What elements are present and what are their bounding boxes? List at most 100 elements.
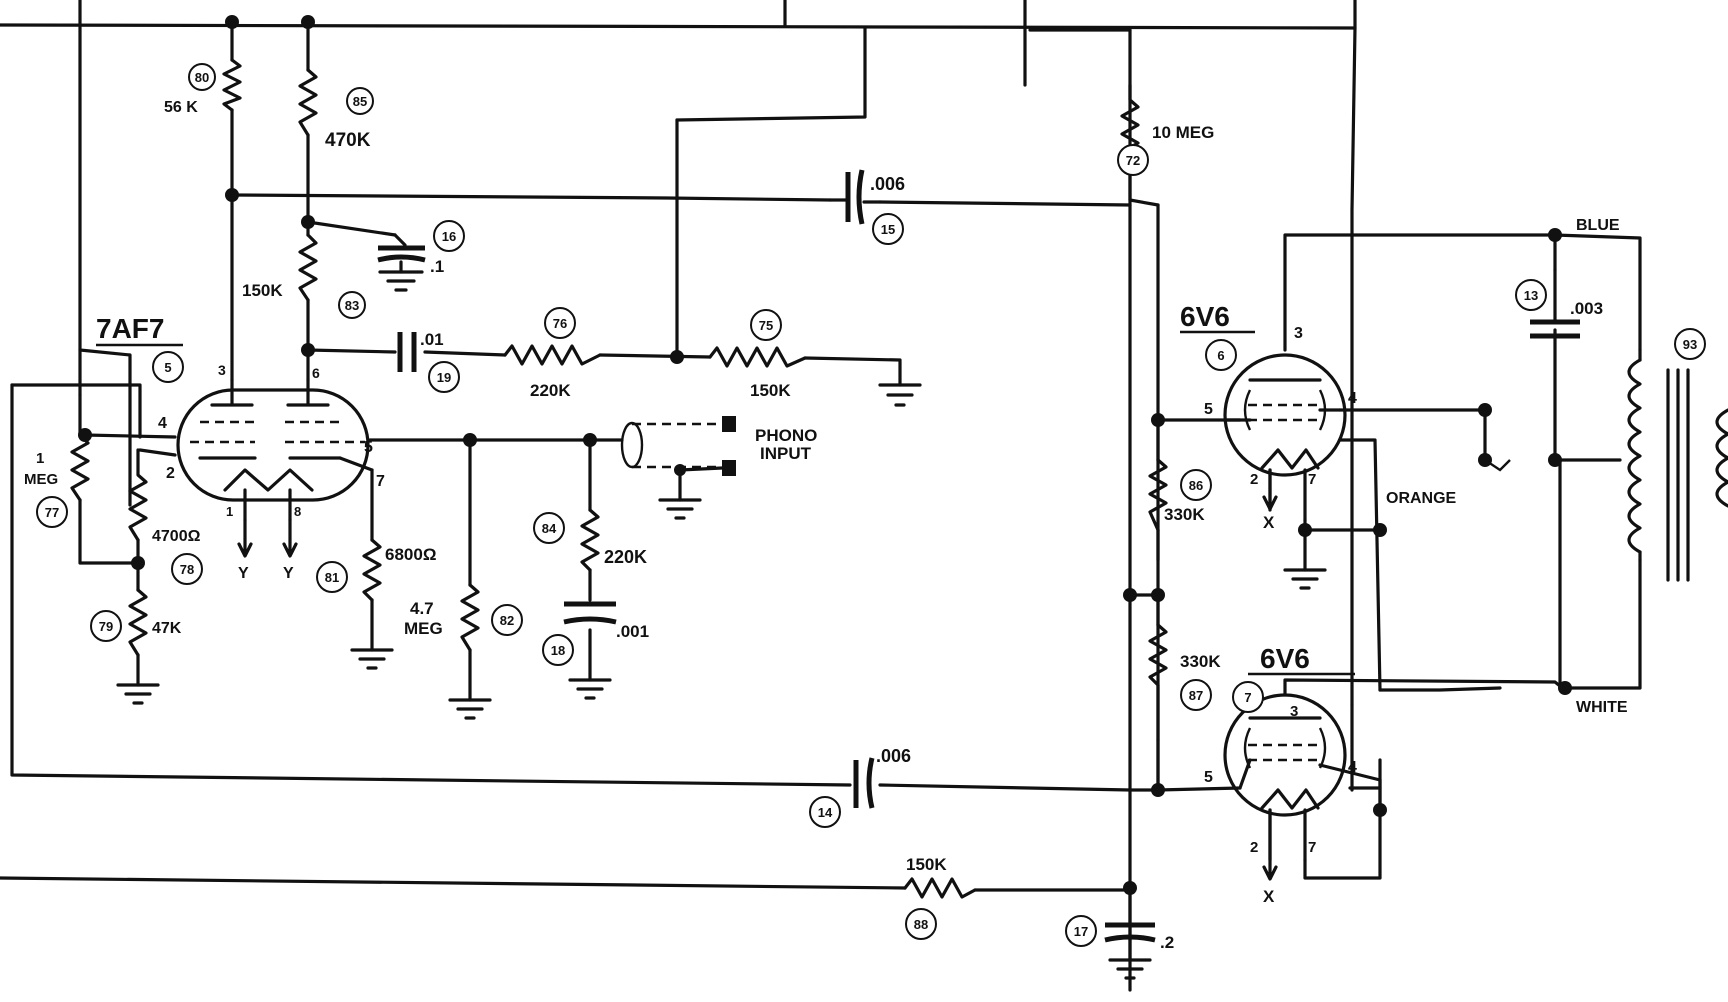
- pin-6v6b-2: 2: [1250, 839, 1258, 856]
- resistor-r78: [128, 448, 148, 542]
- resistor-r83: [298, 233, 318, 302]
- pin-6v6t-5: 5: [1204, 401, 1213, 418]
- phono-label-line1: PHONO: [755, 426, 817, 445]
- pin-6v6t-7: 7: [1308, 471, 1316, 488]
- ref-r86: 86: [1189, 478, 1203, 493]
- ref-v7: 7: [1244, 690, 1251, 705]
- ref-r85: 85: [353, 94, 367, 109]
- ref-c17: 17: [1074, 924, 1088, 939]
- pin-7af7-2: 2: [166, 465, 175, 482]
- value-r81: 6800Ω: [385, 545, 436, 564]
- heater-7af7-a: Y: [238, 565, 249, 582]
- pin-6v6b-5: 5: [1204, 769, 1213, 786]
- resistor-r82: [460, 583, 480, 652]
- resistor-r80: [222, 58, 242, 112]
- value-r76: 220K: [530, 381, 571, 400]
- value-r75: 150K: [750, 381, 791, 400]
- value-r82-a: 4.7: [410, 599, 434, 618]
- resistor-r86: [1148, 458, 1168, 532]
- pin-7af7-7: 7: [376, 473, 385, 490]
- value-r77-b: MEG: [24, 471, 58, 488]
- tube-type-6v6-bottom: 6V6: [1260, 643, 1310, 674]
- ref-r80: 80: [195, 70, 209, 85]
- ref-v6: 6: [1217, 348, 1224, 363]
- value-c18: .001: [616, 622, 649, 641]
- value-c15: .006: [870, 174, 905, 194]
- resistor-r79: [128, 588, 148, 657]
- pin-6v6t-4: 4: [1348, 390, 1357, 407]
- tube-6v6-top: [1223, 353, 1347, 522]
- capacitor-c18: [563, 601, 617, 625]
- value-r84: 220K: [604, 547, 647, 567]
- resistor-r81: [362, 538, 382, 602]
- resistor-r77: [70, 433, 90, 502]
- value-r85: 470K: [325, 130, 371, 151]
- ref-r87: 87: [1189, 688, 1203, 703]
- junction-dots: [78, 15, 1572, 895]
- value-r79: 47K: [152, 620, 182, 637]
- ref-c14: 14: [818, 805, 833, 820]
- pin-6v6b-4: 4: [1348, 759, 1357, 776]
- resistor-r85: [298, 68, 318, 137]
- ref-r76: 76: [553, 316, 567, 331]
- ref-r72: 72: [1126, 153, 1140, 168]
- value-r77-a: 1: [36, 450, 44, 467]
- value-c17: .2: [1160, 933, 1174, 952]
- value-r80: 56 K: [164, 99, 198, 116]
- value-c16: .1: [430, 257, 444, 276]
- ref-r81: 81: [325, 570, 339, 585]
- lead-blue: BLUE: [1576, 217, 1620, 234]
- tube-6v6-bottom: [1223, 693, 1382, 862]
- heater-6v6t: X: [1263, 513, 1275, 532]
- pin-6v6t-3: 3: [1294, 325, 1303, 342]
- value-r82-b: MEG: [404, 619, 443, 638]
- ref-c18: 18: [551, 643, 565, 658]
- tube-type-7af7: 7AF7: [96, 313, 164, 344]
- capacitor-c19: [397, 332, 417, 372]
- pin-6v6t-2: 2: [1250, 471, 1258, 488]
- value-r78: 4700Ω: [152, 528, 201, 545]
- value-c13: .003: [1570, 299, 1603, 318]
- ref-r84: 84: [542, 521, 557, 536]
- pin-7af7-8: 8: [294, 504, 301, 519]
- value-c14: .006: [876, 746, 911, 766]
- pin-7af7-6: 6: [312, 365, 320, 381]
- ref-t93: 93: [1683, 337, 1697, 352]
- pin-7af7-4: 4: [158, 415, 167, 432]
- ref-r78: 78: [180, 562, 194, 577]
- lead-white: WHITE: [1576, 699, 1628, 716]
- capacitor-c17: [1104, 922, 1156, 943]
- heater-7af7-b: Y: [283, 565, 294, 582]
- pin-7af7-1: 1: [226, 504, 233, 519]
- ref-v5: 5: [164, 360, 171, 375]
- ref-r79: 79: [99, 619, 113, 634]
- ref-r75: 75: [759, 318, 773, 333]
- capacitor-c16: [377, 233, 426, 274]
- pin-6v6b-3: 3: [1290, 703, 1298, 720]
- ref-c15: 15: [881, 222, 895, 237]
- resistor-r76: [503, 344, 602, 366]
- resistor-r88: [903, 877, 977, 899]
- resistor-r87: [1148, 623, 1168, 742]
- capacitor-c13: [1530, 268, 1580, 339]
- resistor-r75: [708, 346, 807, 368]
- ref-c19: 19: [437, 370, 451, 385]
- value-r87: 330K: [1180, 652, 1221, 671]
- pin-7af7-5: 5: [364, 439, 373, 456]
- pin-7af7-3: 3: [218, 362, 226, 378]
- lead-orange: ORANGE: [1386, 490, 1457, 507]
- capacitor-c14: [853, 757, 875, 809]
- ref-c16: 16: [442, 229, 456, 244]
- capacitor-c15: [828, 169, 882, 225]
- heater-6v6b: X: [1263, 887, 1275, 906]
- tube-type-6v6-top: 6V6: [1180, 301, 1230, 332]
- value-r83: 150K: [242, 281, 283, 300]
- phono-input-jack: [588, 416, 736, 476]
- phono-label-line2: INPUT: [760, 444, 812, 463]
- value-r72: 10 MEG: [1152, 123, 1214, 142]
- ref-r77: 77: [45, 505, 59, 520]
- value-r86: 330K: [1164, 505, 1205, 524]
- ref-r83: 83: [345, 298, 359, 313]
- ref-c13: 13: [1524, 288, 1538, 303]
